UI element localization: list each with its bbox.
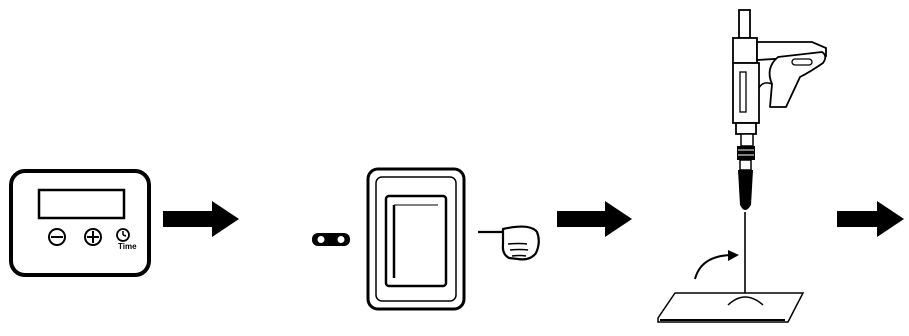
stud-welding-gun: [657, 9, 827, 323]
arrow-2: [557, 201, 632, 237]
rotation-arrow-icon: [694, 250, 739, 280]
clock-icon: [116, 228, 130, 242]
pointing-hand-icon: [478, 225, 540, 261]
switch-symbol-icon: [312, 233, 350, 246]
arrow-1: [163, 201, 239, 237]
plus-icon: [84, 228, 102, 246]
rocker-paddle: [384, 194, 448, 288]
timer-controller: [9, 169, 151, 277]
rocker-switch: [366, 167, 466, 311]
minus-icon: [48, 228, 66, 246]
display-screen: [37, 188, 126, 220]
arrow-3: [837, 201, 904, 237]
time-label: Time: [118, 242, 137, 251]
